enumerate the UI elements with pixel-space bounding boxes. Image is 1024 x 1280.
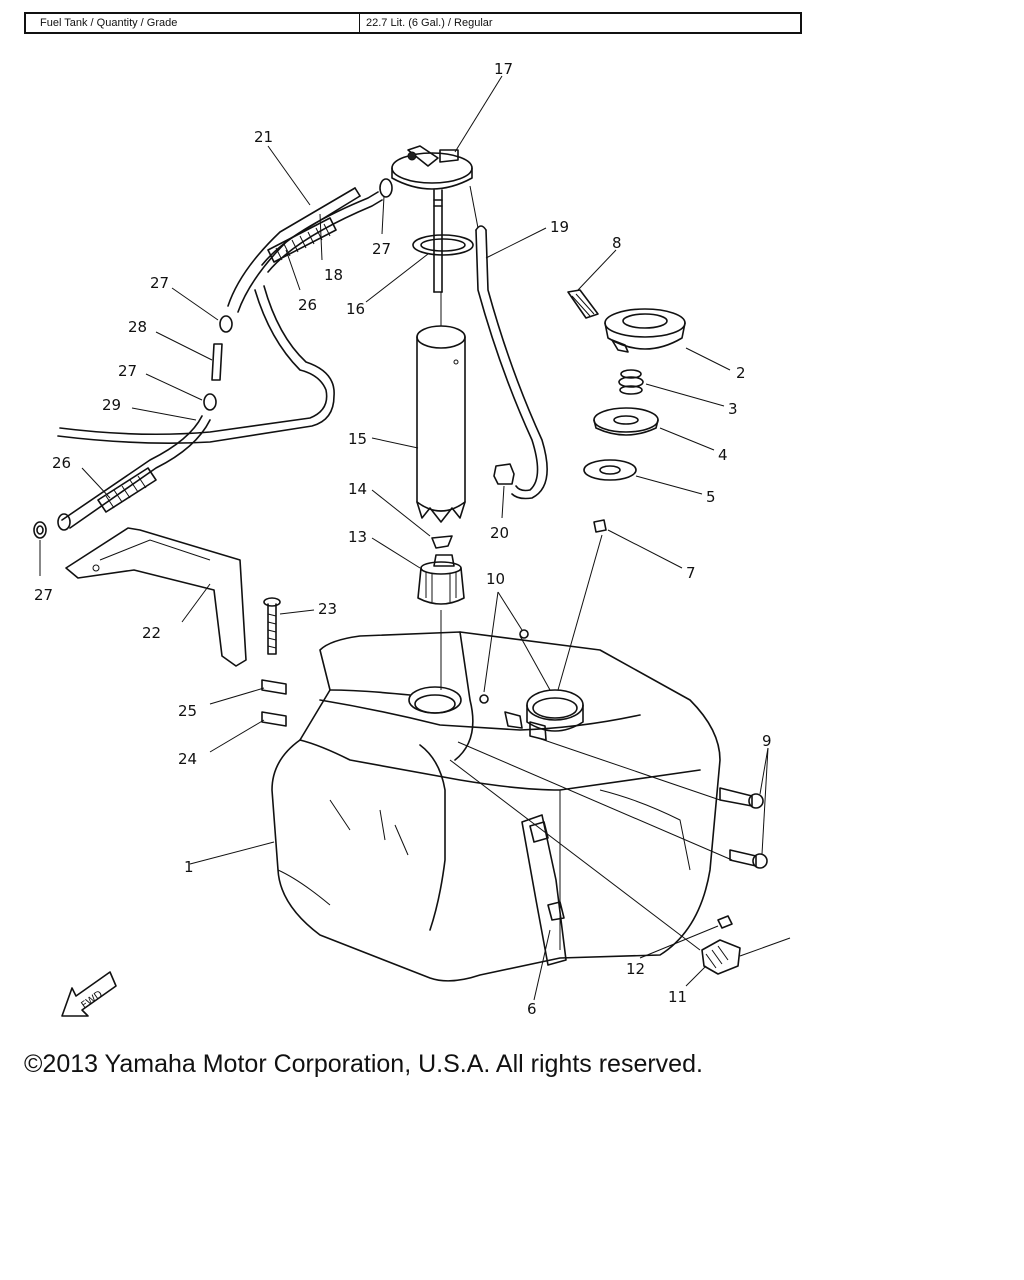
spring-clip-12 xyxy=(717,915,733,929)
callout-28: 28 xyxy=(128,318,147,336)
clamp-27-mid xyxy=(203,393,217,411)
callout-1: 1 xyxy=(184,858,194,876)
hose-18 xyxy=(261,191,383,273)
callout-9: 9 xyxy=(762,732,772,750)
callout-17: 17 xyxy=(494,60,513,78)
callout-16: 16 xyxy=(346,300,365,318)
hose-29 xyxy=(61,415,211,529)
callout-22: 22 xyxy=(142,624,161,642)
alignment-lines xyxy=(440,185,791,957)
copyright-notice: ©2013 Yamaha Motor Corporation, U.S.A. A… xyxy=(24,1050,703,1078)
callout-6: 6 xyxy=(527,1000,537,1018)
callout-4: 4 xyxy=(718,446,728,464)
overflow-hose xyxy=(57,285,335,444)
clamp-27-bottom-left xyxy=(33,521,47,539)
callout-26-lower: 26 xyxy=(52,454,71,472)
callout-12: 12 xyxy=(626,960,645,978)
cap-gasket xyxy=(583,459,637,481)
filter-tube xyxy=(416,325,466,523)
callout-15: 15 xyxy=(348,430,367,448)
callout-labels: 1 2 3 4 5 6 7 8 9 10 11 12 13 14 15 16 1… xyxy=(34,60,772,1018)
clip xyxy=(431,535,453,549)
callout-29: 29 xyxy=(102,396,121,414)
strainer xyxy=(417,554,465,605)
leader-lines xyxy=(39,75,769,1001)
callout-3: 3 xyxy=(728,400,738,418)
fuel-gauge-unit xyxy=(391,145,473,293)
gauge-gasket xyxy=(412,234,474,256)
hose-21 xyxy=(227,187,361,313)
callout-2: 2 xyxy=(736,364,746,382)
cap-pin xyxy=(567,289,599,319)
hose-connector-20 xyxy=(493,463,515,485)
callout-23: 23 xyxy=(318,600,337,618)
fuel-tank-body xyxy=(271,629,721,982)
callout-5: 5 xyxy=(706,488,716,506)
fuel-cock xyxy=(701,939,741,975)
spring xyxy=(618,369,644,395)
clamp-27-left xyxy=(219,315,233,333)
spec-value: 22.7 Lit. (6 Gal.) / Regular xyxy=(366,17,493,29)
hose-19 xyxy=(475,225,548,500)
callout-25: 25 xyxy=(178,702,197,720)
collar-24 xyxy=(261,711,287,727)
callout-18: 18 xyxy=(324,266,343,284)
callout-26-top: 26 xyxy=(298,296,317,314)
tank-strap xyxy=(521,814,567,966)
spec-label: Fuel Tank / Quantity / Grade xyxy=(26,14,360,32)
spring-guard-26-lower xyxy=(57,467,157,531)
bracket xyxy=(65,527,247,667)
clamp-27-top xyxy=(379,178,393,198)
fwd-label: FWD xyxy=(80,989,106,1012)
fwd-arrow-icon: FWD xyxy=(61,971,117,1017)
collar-25 xyxy=(261,679,287,695)
callout-27-hose: 27 xyxy=(150,274,169,292)
callout-10: 10 xyxy=(486,570,505,588)
fitting-28 xyxy=(211,343,223,381)
cap-plate xyxy=(593,407,659,436)
callout-27-mid: 27 xyxy=(118,362,137,380)
callout-7: 7 xyxy=(686,564,696,582)
callout-20: 20 xyxy=(490,524,509,542)
callout-24: 24 xyxy=(178,750,197,768)
fuel-tank-exploded-diagram: 1 2 3 4 5 6 7 8 9 10 11 12 13 14 15 16 1… xyxy=(33,60,791,1018)
callout-19: 19 xyxy=(550,218,569,236)
callout-27-gauge: 27 xyxy=(372,240,391,258)
filler-cap xyxy=(604,308,686,353)
bolt-9-upper xyxy=(719,787,764,809)
bolt xyxy=(263,597,281,655)
callout-8: 8 xyxy=(612,234,622,252)
bolt-9-lower xyxy=(729,849,768,869)
callout-11: 11 xyxy=(668,988,687,1006)
cap-nut xyxy=(593,519,607,533)
callout-21: 21 xyxy=(254,128,273,146)
callout-14: 14 xyxy=(348,480,367,498)
spec-table: Fuel Tank / Quantity / Grade 22.7 Lit. (… xyxy=(24,12,802,34)
callout-13: 13 xyxy=(348,528,367,546)
callout-27-bottom: 27 xyxy=(34,586,53,604)
spring-guard-26-top xyxy=(267,217,337,263)
